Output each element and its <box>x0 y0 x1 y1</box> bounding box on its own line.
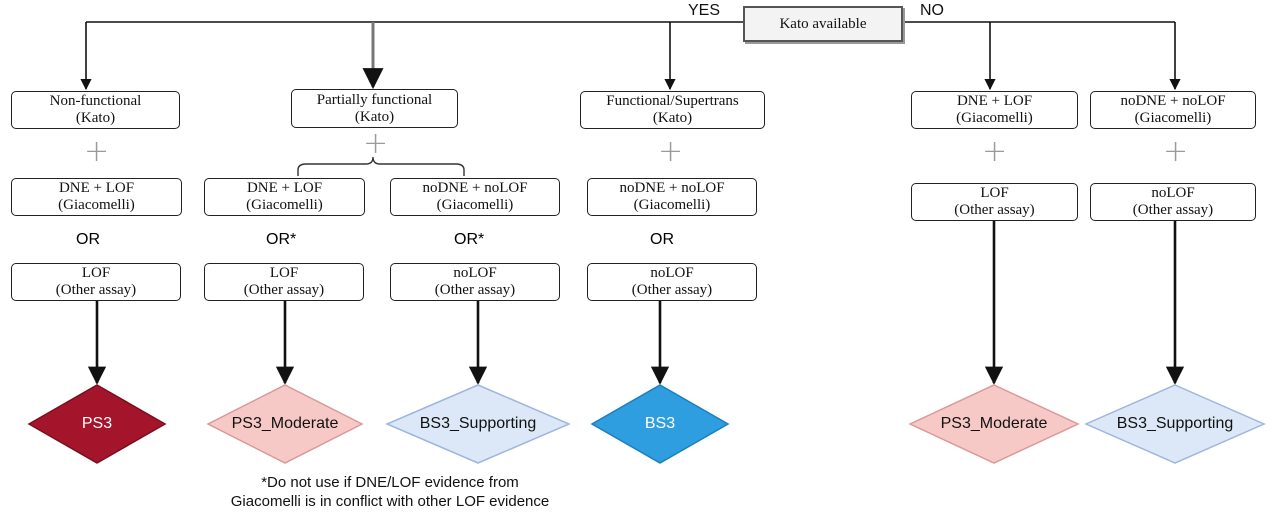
giacomelli-box-line1: DNE + LOF <box>58 180 135 196</box>
giacomelli-box-nodne-nolof: noDNE + noLOF (Giacomelli) <box>587 178 757 216</box>
outcome-label-ps3-moderate: PS3_Moderate <box>940 415 1048 432</box>
giacomelli-box-nodne-nolof: noDNE + noLOF (Giacomelli) <box>390 178 560 216</box>
kato-available-label: Kato available <box>779 15 867 32</box>
assay-box-nolof: noLOF (Other assay) <box>587 263 757 301</box>
kato-box-non-functional: Non-functional (Kato) <box>11 91 180 129</box>
outcome-label-bs3: BS3 <box>644 415 676 432</box>
assay-box-lof: LOF (Other assay) <box>11 263 181 301</box>
assay-box-line1: noLOF <box>1151 185 1195 201</box>
kato-box-functional-supertrans: Functional/Supertrans (Kato) <box>580 91 765 129</box>
giacomelli-box-line2: (Giacomelli) <box>1134 110 1212 126</box>
giacomelli-box-dne-lof: DNE + LOF (Giacomelli) <box>204 178 365 216</box>
kato-box-line1: Non-functional <box>49 93 142 109</box>
outcome-diamond-bs3-supporting-left <box>385 384 571 464</box>
footnote-line1: *Do not use if DNE/LOF evidence from <box>261 474 519 491</box>
plus-icon: + <box>84 134 110 169</box>
assay-box-line2: (Other assay) <box>243 282 325 298</box>
outcome-diamond-ps3-moderate-left <box>206 384 364 464</box>
kato-box-line2: (Kato) <box>354 108 395 125</box>
assay-box-line1: noLOF <box>650 265 694 281</box>
giacomelli-box-dne-lof-top: DNE + LOF (Giacomelli) <box>911 91 1078 129</box>
outcome-diamond-bs3 <box>590 384 730 464</box>
or-label: OR <box>650 231 674 248</box>
assay-box-line2: (Other assay) <box>434 282 516 298</box>
yes-label: YES <box>688 2 721 19</box>
plus-icon: + <box>363 126 389 161</box>
assay-box-line2: (Other assay) <box>55 282 137 298</box>
outcome-diamond-ps3-moderate-right <box>908 384 1080 464</box>
kato-available-box: Kato available <box>743 6 903 42</box>
outcome-label-bs3-supporting: BS3_Supporting <box>419 415 537 432</box>
assay-box-line1: noLOF <box>453 265 497 281</box>
assay-box-line2: (Other assay) <box>954 202 1035 218</box>
kato-box-line2: (Kato) <box>652 110 693 126</box>
kato-box-line1: Functional/Supertrans <box>606 93 739 109</box>
giacomelli-box-line2: (Giacomelli) <box>633 197 711 213</box>
plus-icon: + <box>658 134 684 169</box>
outcome-label-ps3-moderate: PS3_Moderate <box>231 415 339 432</box>
outcome-diamond-bs3-supporting-right <box>1084 384 1266 464</box>
assay-box-line1: LOF <box>980 185 1009 201</box>
outcome-diamond-ps3 <box>27 384 167 464</box>
giacomelli-box-line1: noDNE + noLOF <box>422 180 528 196</box>
or-label: OR* <box>266 231 297 248</box>
plus-icon: + <box>982 134 1008 169</box>
assay-box-line1: LOF <box>269 265 299 281</box>
outcome-label-ps3: PS3 <box>81 415 113 432</box>
giacomelli-box-line2: (Giacomelli) <box>436 197 514 213</box>
assay-box-line2: (Other assay) <box>631 282 713 298</box>
assay-box-line2: (Other assay) <box>1132 202 1214 218</box>
no-label: NO <box>920 2 944 19</box>
giacomelli-box-dne-lof: DNE + LOF (Giacomelli) <box>11 178 182 216</box>
or-label: OR <box>76 231 100 248</box>
assay-box-nolof: noLOF (Other assay) <box>390 263 560 301</box>
brace <box>297 156 465 176</box>
kato-box-line2: (Kato) <box>75 110 116 126</box>
kato-box-partially-functional: Partially functional (Kato) <box>291 89 458 128</box>
assay-box-lof: LOF (Other assay) <box>911 183 1078 221</box>
giacomelli-box-line1: noDNE + noLOF <box>619 180 725 196</box>
assay-box-lof: LOF (Other assay) <box>204 263 364 301</box>
giacomelli-box-line1: DNE + LOF <box>956 93 1033 109</box>
or-label: OR* <box>454 231 485 248</box>
kato-box-line1: Partially functional <box>316 91 433 108</box>
outcome-label-bs3-supporting: BS3_Supporting <box>1116 415 1234 432</box>
footnote-line2: Giacomelli is in conflict with other LOF… <box>230 493 550 510</box>
assay-box-line1: LOF <box>81 265 111 281</box>
giacomelli-box-line2: (Giacomelli) <box>58 197 135 213</box>
giacomelli-box-line1: noDNE + noLOF <box>1120 93 1226 109</box>
assay-box-nolof: noLOF (Other assay) <box>1090 183 1256 221</box>
plus-icon: + <box>1163 134 1189 169</box>
footnote: *Do not use if DNE/LOF evidence from Gia… <box>140 473 640 511</box>
giacomelli-box-line2: (Giacomelli) <box>246 197 323 213</box>
giacomelli-box-nodne-nolof-top: noDNE + noLOF (Giacomelli) <box>1090 91 1256 129</box>
giacomelli-box-line2: (Giacomelli) <box>956 110 1033 126</box>
giacomelli-box-line1: DNE + LOF <box>246 180 323 196</box>
